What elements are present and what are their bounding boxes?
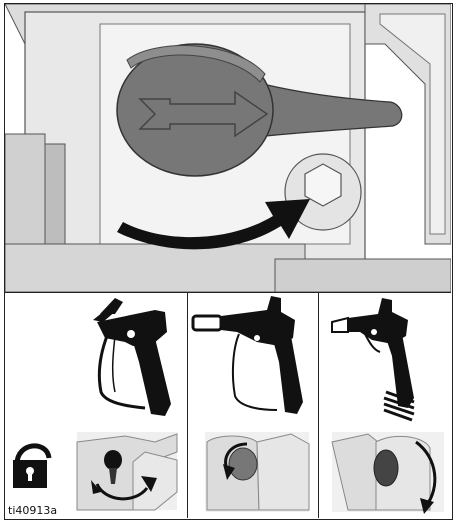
gun-panel-2 bbox=[187, 292, 319, 518]
trigger bbox=[233, 334, 277, 410]
trigger-lock-detail bbox=[332, 432, 444, 514]
side-fitting bbox=[5, 134, 45, 254]
base-plate bbox=[5, 244, 305, 292]
valve-knob-illustration bbox=[5, 4, 451, 292]
figure-id-label: ti40913a bbox=[8, 504, 57, 517]
spray-gun-illustration-2 bbox=[187, 292, 318, 518]
spray-gun bbox=[332, 298, 414, 408]
trigger-lock-detail bbox=[77, 432, 177, 510]
spray-gun-illustration-1 bbox=[5, 292, 187, 518]
spray-gun-illustration-3 bbox=[318, 292, 451, 518]
valve-knob-panel bbox=[5, 4, 451, 293]
trigger-lock-detail bbox=[205, 432, 309, 512]
spray-gun bbox=[193, 296, 303, 414]
unlock-icon bbox=[13, 446, 49, 488]
gun-panel-1 bbox=[5, 292, 188, 518]
gun-panel-3 bbox=[318, 292, 451, 518]
